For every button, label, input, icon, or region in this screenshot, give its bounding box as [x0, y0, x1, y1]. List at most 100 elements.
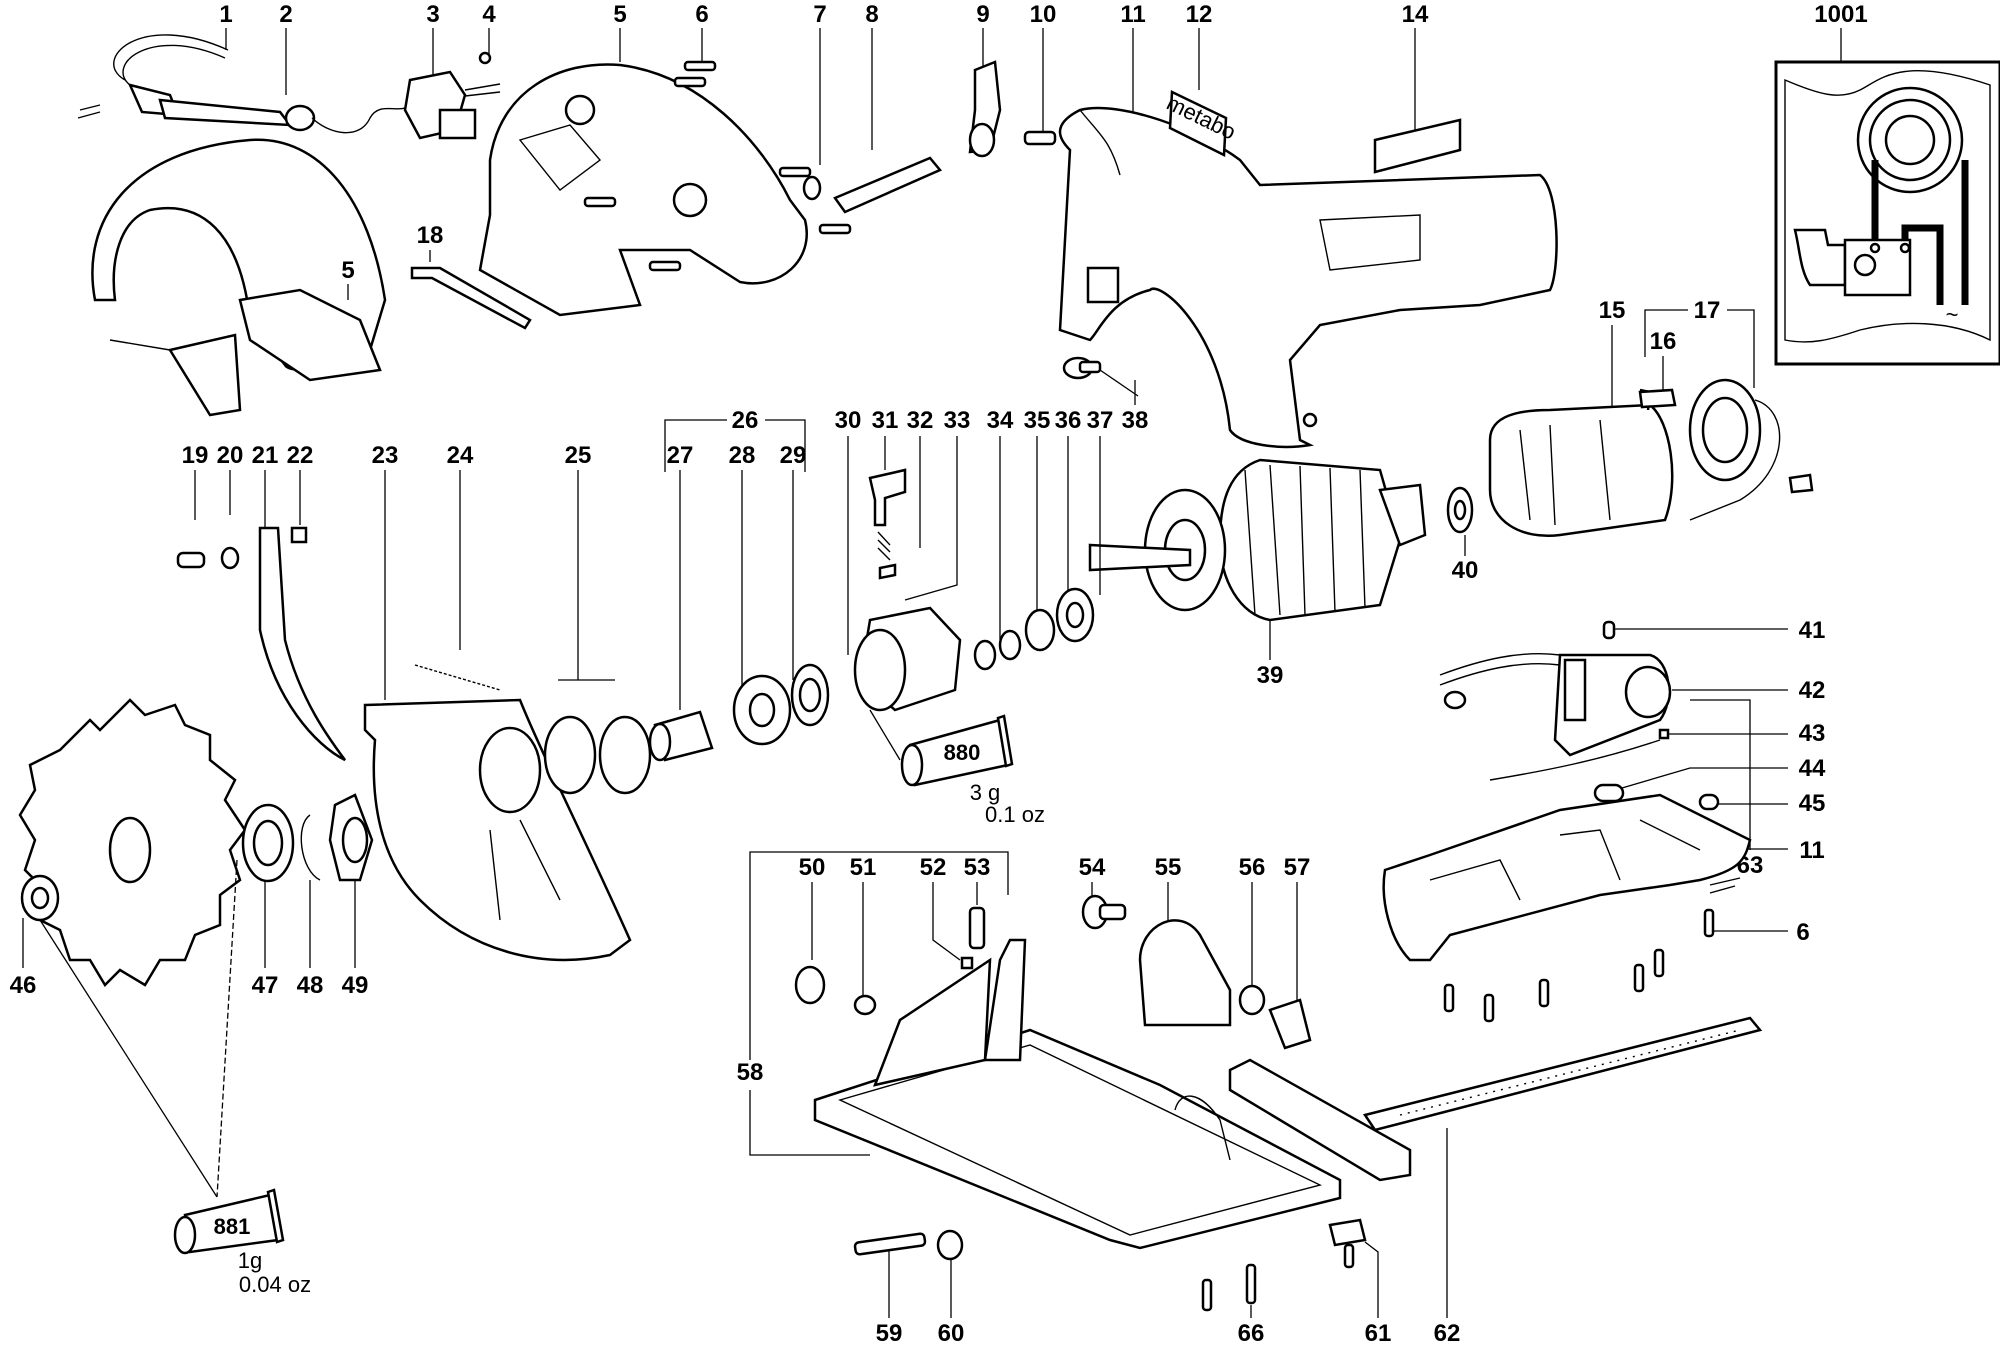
label-18[interactable]: 18	[417, 222, 444, 249]
label-37[interactable]: 37	[1087, 407, 1114, 434]
tube-881-ounces: 0.04 oz	[239, 1272, 311, 1297]
label-60[interactable]: 60	[938, 1320, 965, 1345]
label-25[interactable]: 25	[565, 442, 592, 469]
bushings	[973, 587, 1095, 671]
power-cord	[77, 34, 411, 134]
label-11-top[interactable]: 11	[1120, 1, 1145, 28]
label-48[interactable]: 48	[297, 972, 324, 999]
label-3[interactable]: 3	[426, 1, 439, 28]
label-53[interactable]: 53	[964, 854, 991, 881]
label-34[interactable]: 34	[987, 407, 1014, 434]
label-50[interactable]: 50	[799, 854, 826, 881]
label-22[interactable]: 22	[287, 442, 314, 469]
label-59[interactable]: 59	[876, 1320, 903, 1345]
label-1[interactable]: 1	[219, 1, 232, 28]
label-12[interactable]: 12	[1186, 1, 1213, 28]
label-7[interactable]: 7	[813, 1, 826, 28]
label-5-left[interactable]: 5	[341, 257, 354, 284]
label-31[interactable]: 31	[872, 407, 899, 434]
middle-labels: 19 20 21 22 23 24 25 26 27 28 29 30 31 3…	[182, 407, 1149, 469]
label-54[interactable]: 54	[1079, 854, 1106, 881]
switch-part	[403, 51, 501, 140]
motor-housing	[1058, 106, 1558, 449]
base-labels: 50 51 52 53 54 55 56 57 58	[737, 851, 1311, 1156]
label-52[interactable]: 52	[920, 854, 947, 881]
label-21[interactable]: 21	[252, 442, 279, 469]
label-24[interactable]: 24	[447, 442, 474, 469]
label-56[interactable]: 56	[1239, 854, 1266, 881]
grease-tube-880: 880 3 g 0.1 oz	[869, 709, 1045, 827]
label-62[interactable]: 62	[1434, 1320, 1461, 1345]
label-46[interactable]: 46	[10, 972, 37, 999]
label-43[interactable]: 43	[1799, 720, 1826, 747]
shaft-assembly	[802, 60, 1057, 214]
label-66[interactable]: 66	[1238, 1320, 1265, 1345]
label-10[interactable]: 10	[1030, 1, 1057, 28]
label-17[interactable]: 17	[1694, 297, 1721, 324]
bottom-labels: 59 60 66 61 62	[876, 1128, 1461, 1345]
label-33[interactable]: 33	[944, 407, 971, 434]
stator	[1488, 378, 1814, 538]
label-30[interactable]: 30	[835, 407, 862, 434]
label-1001[interactable]: 1001	[1814, 1, 1867, 28]
flanges	[20, 793, 374, 922]
hex-key: 18	[410, 222, 532, 330]
label-15[interactable]: 15	[1599, 297, 1626, 324]
label-2[interactable]: 2	[279, 1, 292, 28]
parallel-guide	[1228, 1016, 1763, 1182]
label-16[interactable]: 16	[1650, 328, 1677, 355]
label-28[interactable]: 28	[729, 442, 756, 469]
blade-labels: 46 47 48 49	[10, 859, 369, 1198]
upper-guard-left	[91, 138, 387, 417]
label-57[interactable]: 57	[1284, 854, 1311, 881]
o-ring-2	[598, 715, 652, 795]
label-39[interactable]: 39	[1257, 662, 1284, 689]
label-47[interactable]: 47	[252, 972, 279, 999]
label-58[interactable]: 58	[737, 1059, 764, 1086]
middle-leader-lines	[194, 380, 1136, 710]
label-45[interactable]: 45	[1799, 790, 1826, 817]
handle-half	[1382, 793, 1752, 962]
handle-labels: 41 42 43 44 45 11 6 63	[1615, 617, 1826, 946]
label-51[interactable]: 51	[850, 854, 877, 881]
label-36[interactable]: 36	[1055, 407, 1082, 434]
label-32[interactable]: 32	[907, 407, 934, 434]
label-6-top[interactable]: 6	[695, 1, 708, 28]
label-35[interactable]: 35	[1024, 407, 1051, 434]
base-plate	[813, 938, 1342, 1250]
label-44[interactable]: 44	[1799, 755, 1826, 782]
label-40[interactable]: 40	[1452, 557, 1479, 584]
label-38[interactable]: 38	[1122, 407, 1149, 434]
ac-symbol: ~	[1946, 302, 1959, 327]
top-labels: 1 2 3 4 5 6 7 8 9 10 11 12 14 1001	[219, 1, 1867, 28]
label-9[interactable]: 9	[976, 1, 989, 28]
tube-881-grams: 1g	[238, 1248, 262, 1273]
label-41[interactable]: 41	[1799, 617, 1826, 644]
label-11-right[interactable]: 11	[1799, 837, 1824, 864]
label-19[interactable]: 19	[182, 442, 209, 469]
label-14[interactable]: 14	[1402, 1, 1429, 28]
spring-24	[414, 664, 501, 691]
label-29[interactable]: 29	[780, 442, 807, 469]
label-55[interactable]: 55	[1155, 854, 1182, 881]
label-26[interactable]: 26	[732, 407, 759, 434]
screws-handle	[1443, 908, 1715, 1023]
saw-blade	[18, 698, 247, 988]
label-5-top[interactable]: 5	[613, 1, 626, 28]
tube-880-code: 880	[944, 740, 981, 765]
label-27[interactable]: 27	[667, 442, 694, 469]
label-61[interactable]: 61	[1365, 1320, 1392, 1345]
label-42[interactable]: 42	[1799, 677, 1826, 704]
label-20[interactable]: 20	[217, 442, 244, 469]
label-6-right[interactable]: 6	[1796, 919, 1809, 946]
spindle-assembly	[648, 663, 830, 762]
label-49[interactable]: 49	[342, 972, 369, 999]
top-leader-lines	[225, 28, 1842, 165]
lower-guard	[363, 698, 632, 962]
armature	[1088, 458, 1474, 622]
label-23[interactable]: 23	[372, 442, 399, 469]
label-8[interactable]: 8	[865, 1, 878, 28]
label-4[interactable]: 4	[482, 1, 496, 28]
grease-tube-881: 881 1g 0.04 oz	[173, 1188, 311, 1297]
